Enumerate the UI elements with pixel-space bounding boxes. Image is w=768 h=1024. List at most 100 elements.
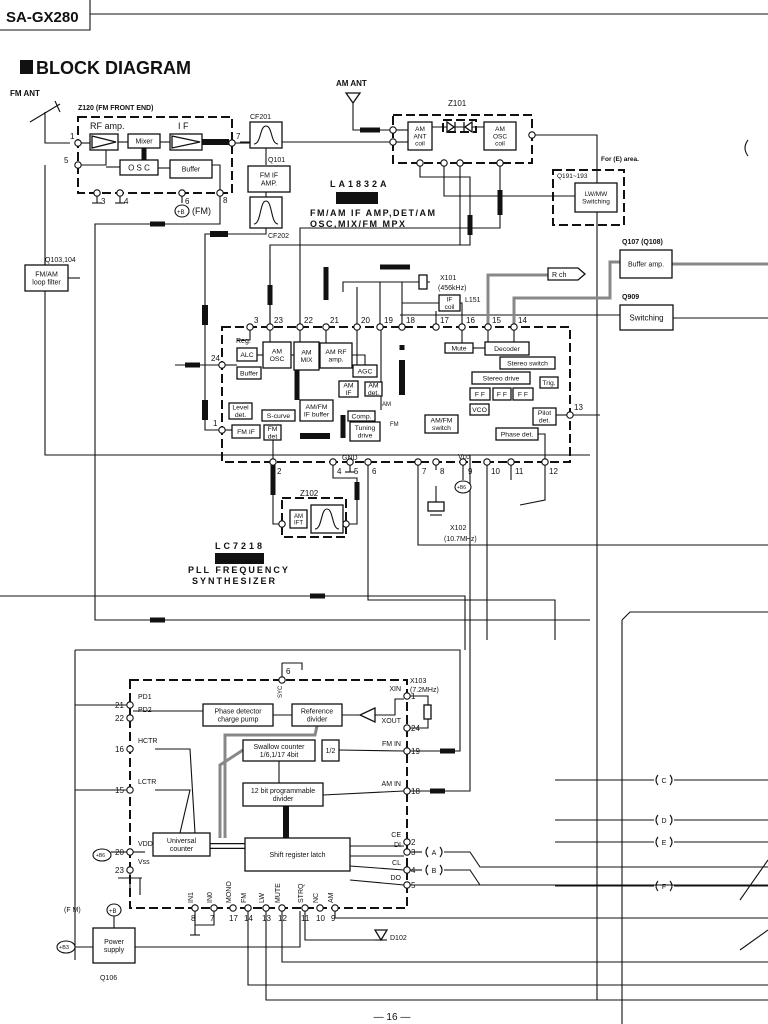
label: OSC,MIX/FM MPX: [310, 219, 407, 229]
half-block: [321, 739, 340, 762]
ff2-label: F F: [497, 391, 507, 398]
label: PD2: [138, 707, 152, 714]
wire: [304, 911, 380, 941]
agc-block: [352, 364, 378, 378]
cf202-block: [249, 196, 283, 229]
ic101-pin: [483, 458, 491, 466]
ic101-pin-number: 2: [277, 467, 282, 476]
ic102-pin-number: 10: [316, 914, 325, 923]
mixer-block: [127, 133, 161, 149]
wire: [272, 495, 279, 525]
ic101-pin-number: 7: [422, 467, 427, 476]
ic102-pin: [229, 904, 237, 912]
label: FM: [241, 893, 248, 903]
wire: [322, 790, 405, 796]
ic102-pin-number: 21: [115, 701, 124, 710]
label: AM: [382, 402, 391, 408]
connector-bracket-icon: [425, 864, 443, 876]
wire: [407, 719, 429, 729]
wire: [218, 748, 244, 838]
ff2-block: [492, 387, 512, 401]
bullet-square-icon: [20, 60, 33, 74]
ic102-pin: [403, 692, 411, 700]
wire: [346, 500, 358, 525]
wire: [512, 260, 620, 324]
ic102-ref-badge: [215, 553, 264, 564]
fm-antenna-label: FM ANT: [10, 89, 40, 98]
pilot-det-block: [532, 407, 557, 426]
ic102-pin: [126, 786, 134, 794]
am-rf-amp-block: [319, 342, 353, 369]
ic101-pin: [364, 458, 372, 466]
wire: [342, 281, 430, 292]
ic101-pin-number: 16: [466, 316, 475, 325]
am-antenna-icon: [344, 92, 362, 105]
wire: [265, 911, 768, 1001]
label: DI: [394, 842, 401, 849]
ic102-pin-number: 14: [244, 914, 253, 923]
label: Z120 (FM FRONT END): [78, 105, 153, 112]
ic101-part-number: LA1832A: [330, 179, 390, 189]
s-curve-label: S-curve: [267, 413, 291, 420]
wire: [195, 911, 215, 926]
ic101-pin-number: 24: [211, 354, 220, 363]
am-osc-block: [262, 341, 292, 369]
buffer-amp-label: Buffer amp.: [628, 261, 664, 268]
ic102-pin-number: 24: [411, 724, 420, 733]
ic102-pin-number: 17: [229, 914, 238, 923]
wire: [459, 330, 463, 344]
ic101-pin-number: 18: [406, 316, 415, 325]
ic102-pin-number: 9: [331, 914, 336, 923]
buffer-label: Buffer: [240, 370, 259, 377]
label: LCTR: [138, 779, 156, 786]
wire: [223, 725, 319, 838]
b6-label: +B6: [457, 485, 466, 491]
label: +B: [109, 909, 117, 915]
ic102-pin: [316, 904, 324, 912]
fm-det-block: [263, 424, 282, 441]
label: For (E) area.: [601, 156, 639, 163]
ic101-pin-number: 6: [372, 467, 377, 476]
ic101-pin: [266, 323, 274, 331]
z120-pin: [74, 139, 82, 147]
z120-pin: [74, 161, 82, 169]
ic102-pin: [126, 701, 134, 709]
trig-block: [539, 376, 559, 389]
ic102-pin-number: 22: [115, 714, 124, 723]
ic101-pin: [322, 323, 330, 331]
varicap-box: [442, 119, 477, 133]
fm-buffer-block: [169, 159, 213, 179]
x103-crystal-icon: [423, 704, 432, 720]
tuning-drive-block: [349, 421, 381, 442]
z120-pin-number: 4: [124, 197, 129, 206]
label: LW: [259, 893, 266, 903]
ic102-pin-number: 8: [191, 914, 196, 923]
z120-pin: [178, 189, 186, 197]
ic102-pin: [126, 714, 134, 722]
ic101-pin-number: 13: [574, 403, 583, 412]
wire: [75, 649, 461, 700]
ic101-pin: [346, 458, 354, 466]
lwmw-box: [552, 169, 625, 226]
label: NC: [313, 893, 320, 903]
vco-label: VCO: [472, 407, 487, 414]
blocks: [24, 92, 749, 964]
label: D102: [390, 935, 407, 942]
ic102-pin-number: 11: [301, 914, 310, 923]
label: PD1: [138, 694, 152, 701]
wire: [338, 749, 405, 752]
ic101-pin: [353, 323, 361, 331]
varicap-diode-icon: [446, 120, 456, 134]
label: Vss: [138, 859, 150, 866]
page-number: — 16 —: [374, 1012, 411, 1023]
ic102-pin: [403, 724, 411, 732]
ic102-pin-number: 12: [278, 914, 287, 923]
comp-label: Comp.: [351, 413, 371, 420]
